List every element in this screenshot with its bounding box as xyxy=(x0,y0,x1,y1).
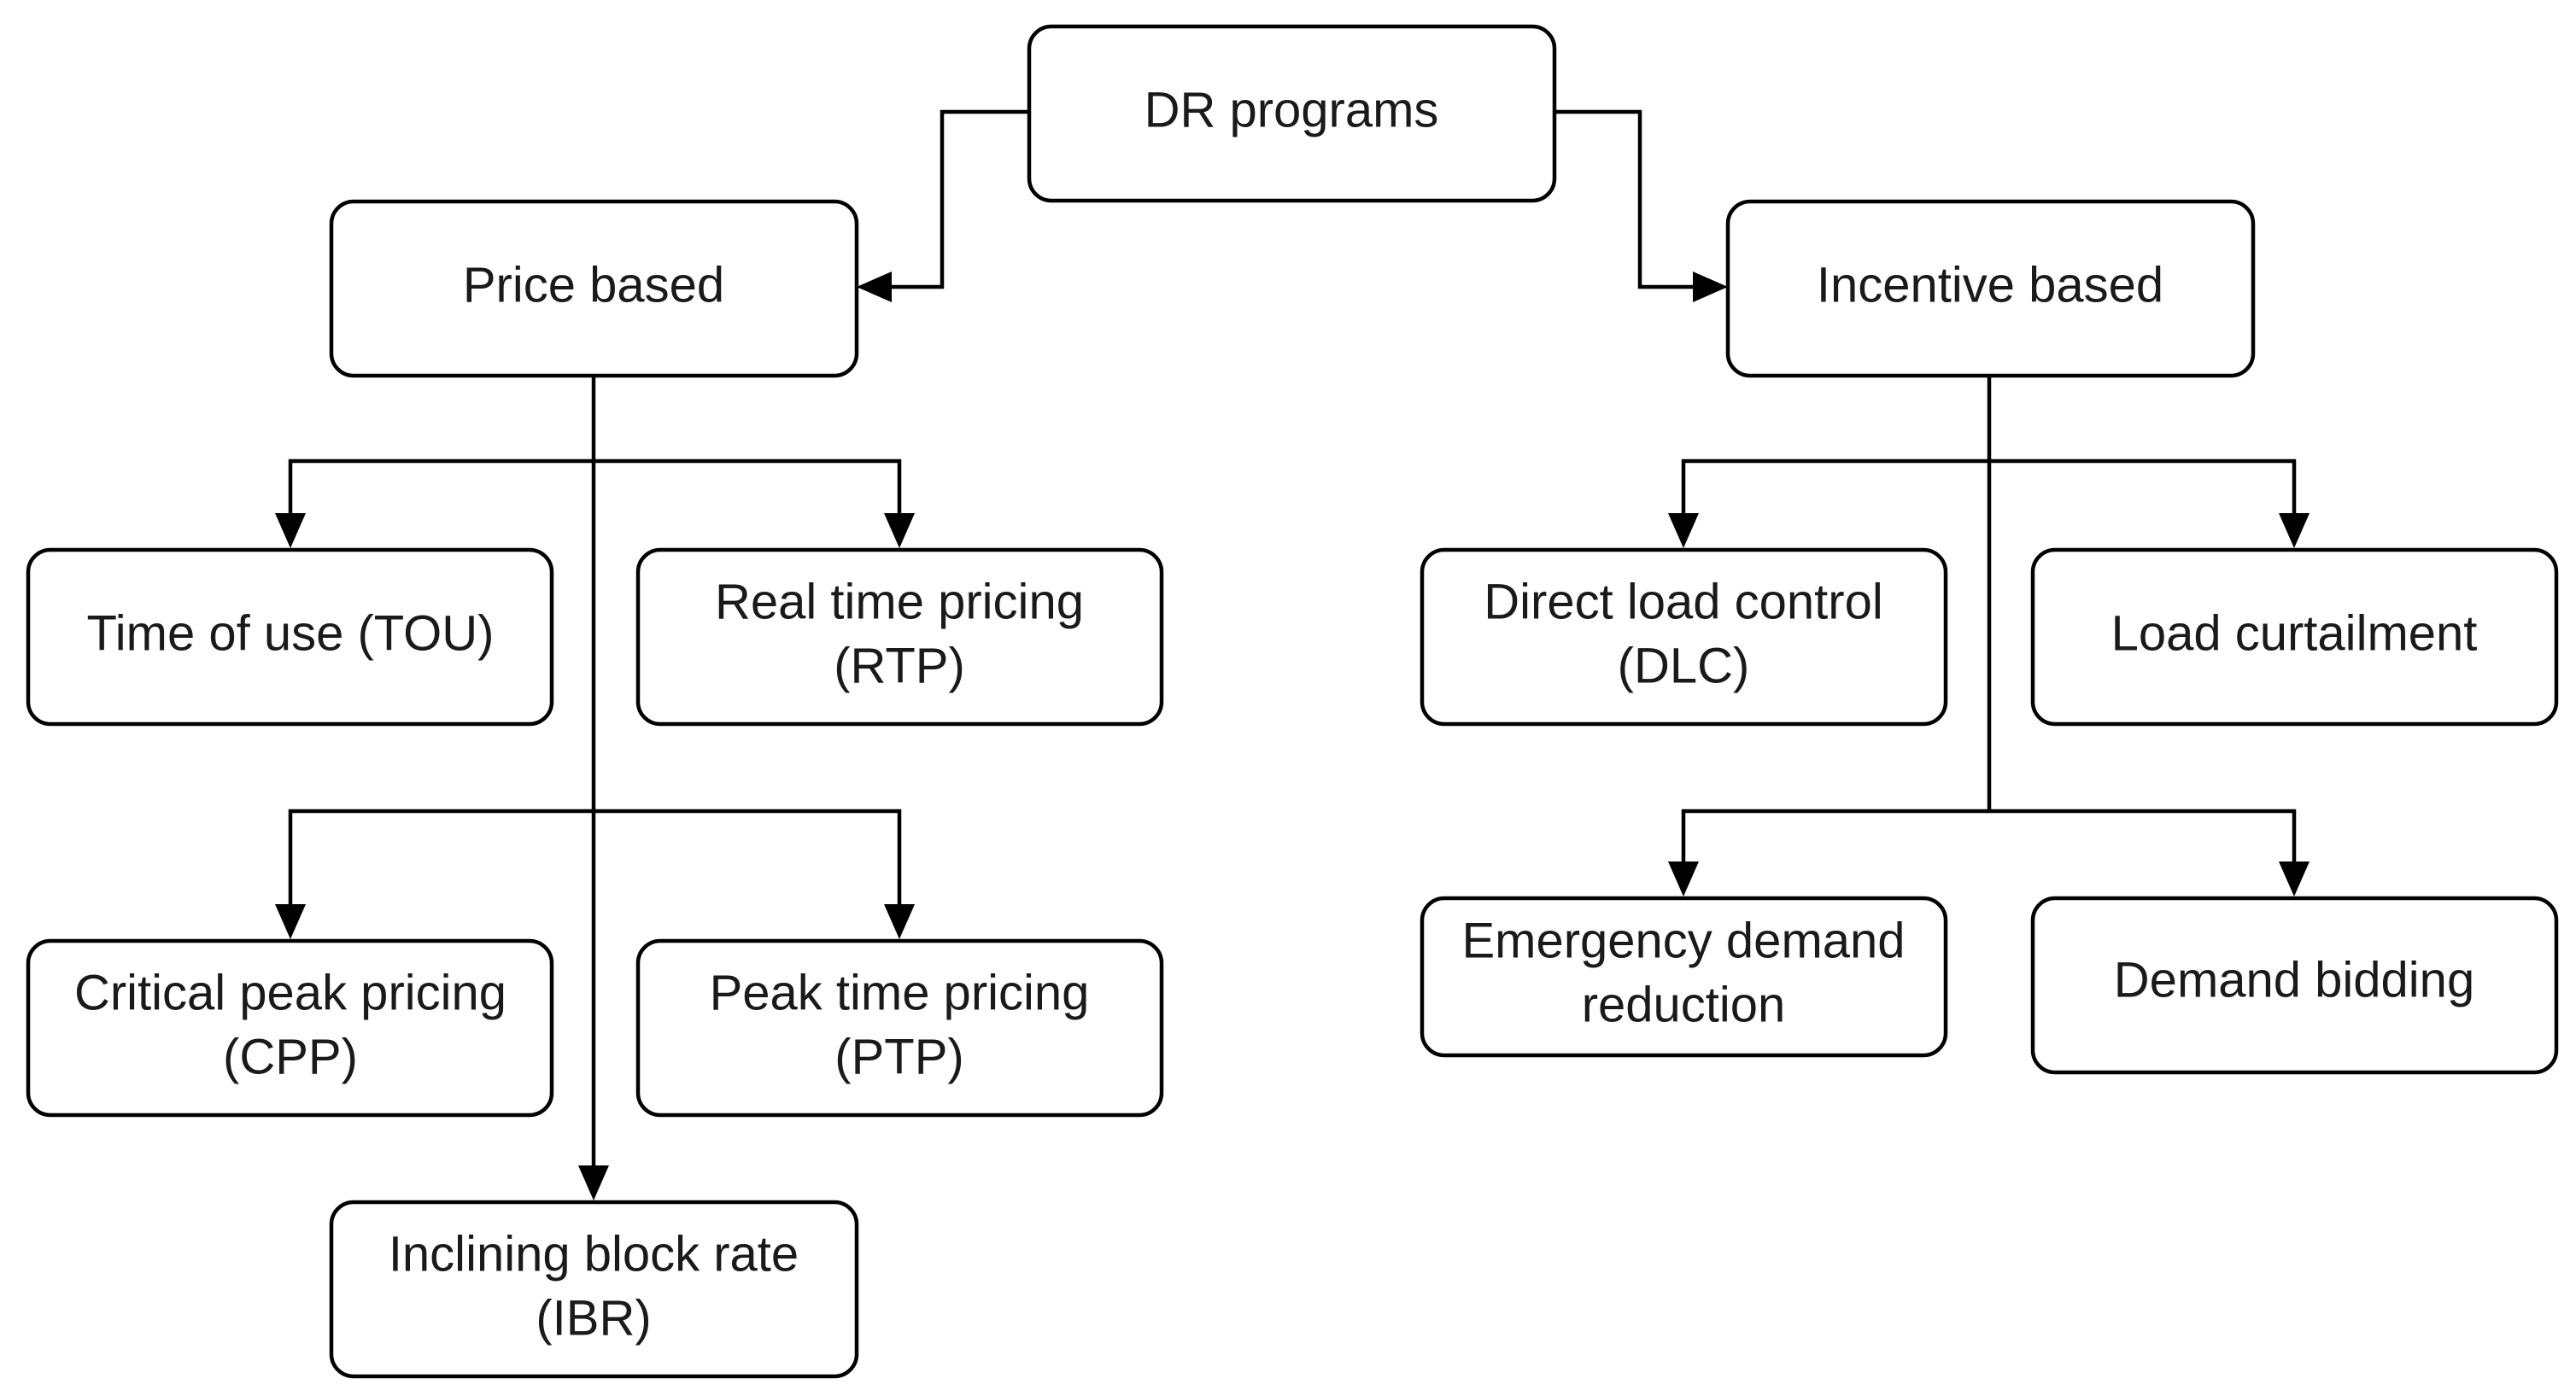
arrowhead-dlc xyxy=(1668,513,1699,548)
arrowhead-tou xyxy=(275,513,306,548)
node-label: DR programs xyxy=(1145,82,1439,137)
node-label-line-1: Direct load control xyxy=(1484,574,1882,629)
node-label-line-2: (CPP) xyxy=(223,1029,358,1084)
arrowhead-demand-bidding xyxy=(2279,861,2310,896)
node-label: Load curtailment xyxy=(2111,605,2478,661)
node-label-line-1: Inclining block rate xyxy=(389,1226,799,1282)
arrowhead-cpp xyxy=(275,904,306,939)
edge-incentive-to-emergency-bidding xyxy=(1681,809,2297,865)
node-label-line-2: (PTP) xyxy=(834,1029,963,1084)
node-label-line-1: Emergency demand xyxy=(1461,913,1905,968)
node-price-based: Price based xyxy=(329,199,859,378)
edge-price-to-cpp-ptp xyxy=(288,809,902,908)
arrowhead-incentive-based xyxy=(1693,272,1728,302)
node-direct-load-control: Direct load control (DLC) xyxy=(1420,547,1948,727)
edge-root-to-incentive-based xyxy=(1554,109,1696,289)
node-real-time-pricing: Real time pricing (RTP) xyxy=(635,547,1164,727)
node-load-curtailment: Load curtailment xyxy=(2030,547,2559,727)
node-label: Time of use (TOU) xyxy=(87,605,495,661)
node-label-line-1: Critical peak pricing xyxy=(74,965,506,1020)
node-dr-programs: DR programs xyxy=(1027,24,1557,203)
node-label-line-2: reduction xyxy=(1582,977,1786,1032)
node-label: Demand bidding xyxy=(2114,952,2474,1007)
node-time-of-use: Time of use (TOU) xyxy=(26,547,554,727)
node-label-line-1: Peak time pricing xyxy=(710,965,1090,1020)
arrowhead-ptp xyxy=(884,904,915,939)
edge-price-to-tou-rtp xyxy=(288,458,902,517)
node-incentive-based: Incentive based xyxy=(1725,199,2256,378)
connectors xyxy=(275,109,2310,1200)
arrowhead-price-based xyxy=(857,272,892,302)
node-label: Price based xyxy=(463,257,724,312)
arrowhead-emergency xyxy=(1668,861,1699,896)
arrowhead-rtp xyxy=(884,513,915,548)
node-inclining-block-rate: Inclining block rate (IBR) xyxy=(329,1200,859,1379)
node-emergency-demand-reduction: Emergency demand reduction xyxy=(1420,896,1948,1058)
node-label-line-1: Real time pricing xyxy=(715,574,1084,629)
node-label-line-2: (RTP) xyxy=(834,638,965,693)
edge-root-to-price-based xyxy=(888,109,1029,289)
node-peak-time-pricing: Peak time pricing (PTP) xyxy=(635,938,1164,1118)
node-label-line-2: (IBR) xyxy=(536,1290,651,1346)
node-critical-peak-pricing: Critical peak pricing (CPP) xyxy=(26,938,554,1118)
edge-incentive-to-dlc-curtailment xyxy=(1681,458,2297,517)
node-label: Incentive based xyxy=(1817,257,2163,312)
arrowhead-ibr xyxy=(578,1165,609,1200)
node-demand-bidding: Demand bidding xyxy=(2030,896,2559,1075)
node-label-line-2: (DLC) xyxy=(1618,638,1750,693)
arrowhead-load-curtailment xyxy=(2279,513,2310,548)
